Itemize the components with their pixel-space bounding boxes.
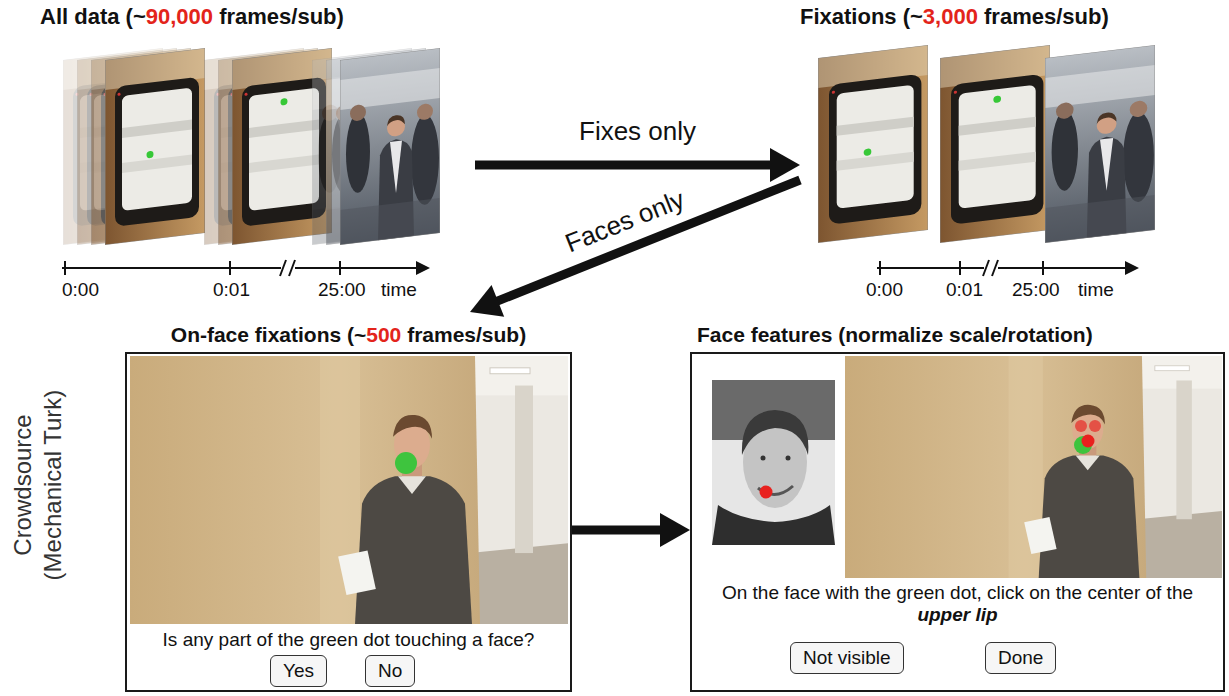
- arrow-shaft: [492, 180, 800, 303]
- arrow-shaft: [475, 161, 776, 170]
- flow-arrow: [475, 148, 800, 182]
- arrow-shaft: [572, 526, 666, 535]
- axis-label: time: [1078, 279, 1114, 301]
- task-question: Is any part of the green dot touching a …: [125, 629, 572, 651]
- task-instruction: On the face with the green dot, click on…: [705, 582, 1210, 626]
- axis-label: 0:01: [946, 279, 983, 301]
- flow-arrow: [572, 513, 690, 547]
- stage-heading: Fixations (~3,000 frames/sub): [800, 4, 1109, 30]
- button-label: Yes: [283, 660, 314, 681]
- answer-button: Done: [985, 642, 1056, 674]
- axis-label: 25:00: [318, 279, 366, 301]
- arrow-head: [470, 285, 504, 317]
- task-panel: On-face fixations (~500 frames/sub) Is an…: [125, 312, 572, 692]
- answer-button: No: [365, 655, 415, 687]
- axis-label: 0:00: [62, 279, 99, 301]
- button-label: Done: [998, 647, 1043, 668]
- answer-button: Yes: [270, 655, 327, 687]
- stage-group: All data (~90,000 frames/sub): [35, 0, 475, 305]
- button-label: Not visible: [803, 647, 891, 668]
- stage-heading: All data (~90,000 frames/sub): [40, 4, 344, 30]
- axis-label: 0:00: [866, 279, 903, 301]
- arrow-head: [770, 148, 800, 182]
- panel-border: [690, 352, 1225, 692]
- edge-label: Fixes only: [576, 116, 699, 147]
- stage-group: Fixations (~3,000 frames/sub): [800, 0, 1225, 305]
- flow-arrow: [470, 180, 800, 317]
- panel-heading: On-face fixations (~500 frames/sub): [125, 322, 572, 347]
- arrow-head: [660, 513, 690, 547]
- panel-heading: Face features (normalize scale/rotation): [697, 322, 1093, 347]
- answer-button: Not visible: [790, 642, 904, 674]
- button-label: No: [378, 660, 402, 681]
- side-label: Crowdsource (Mechanical Turk): [8, 360, 68, 610]
- task-panel: Face features (normalize scale/rotation)…: [690, 312, 1225, 692]
- edge-label: Faces only: [558, 183, 692, 261]
- axis-label: time: [381, 279, 417, 301]
- axis-label: 0:01: [213, 279, 250, 301]
- axis-label: 25:00: [1012, 279, 1060, 301]
